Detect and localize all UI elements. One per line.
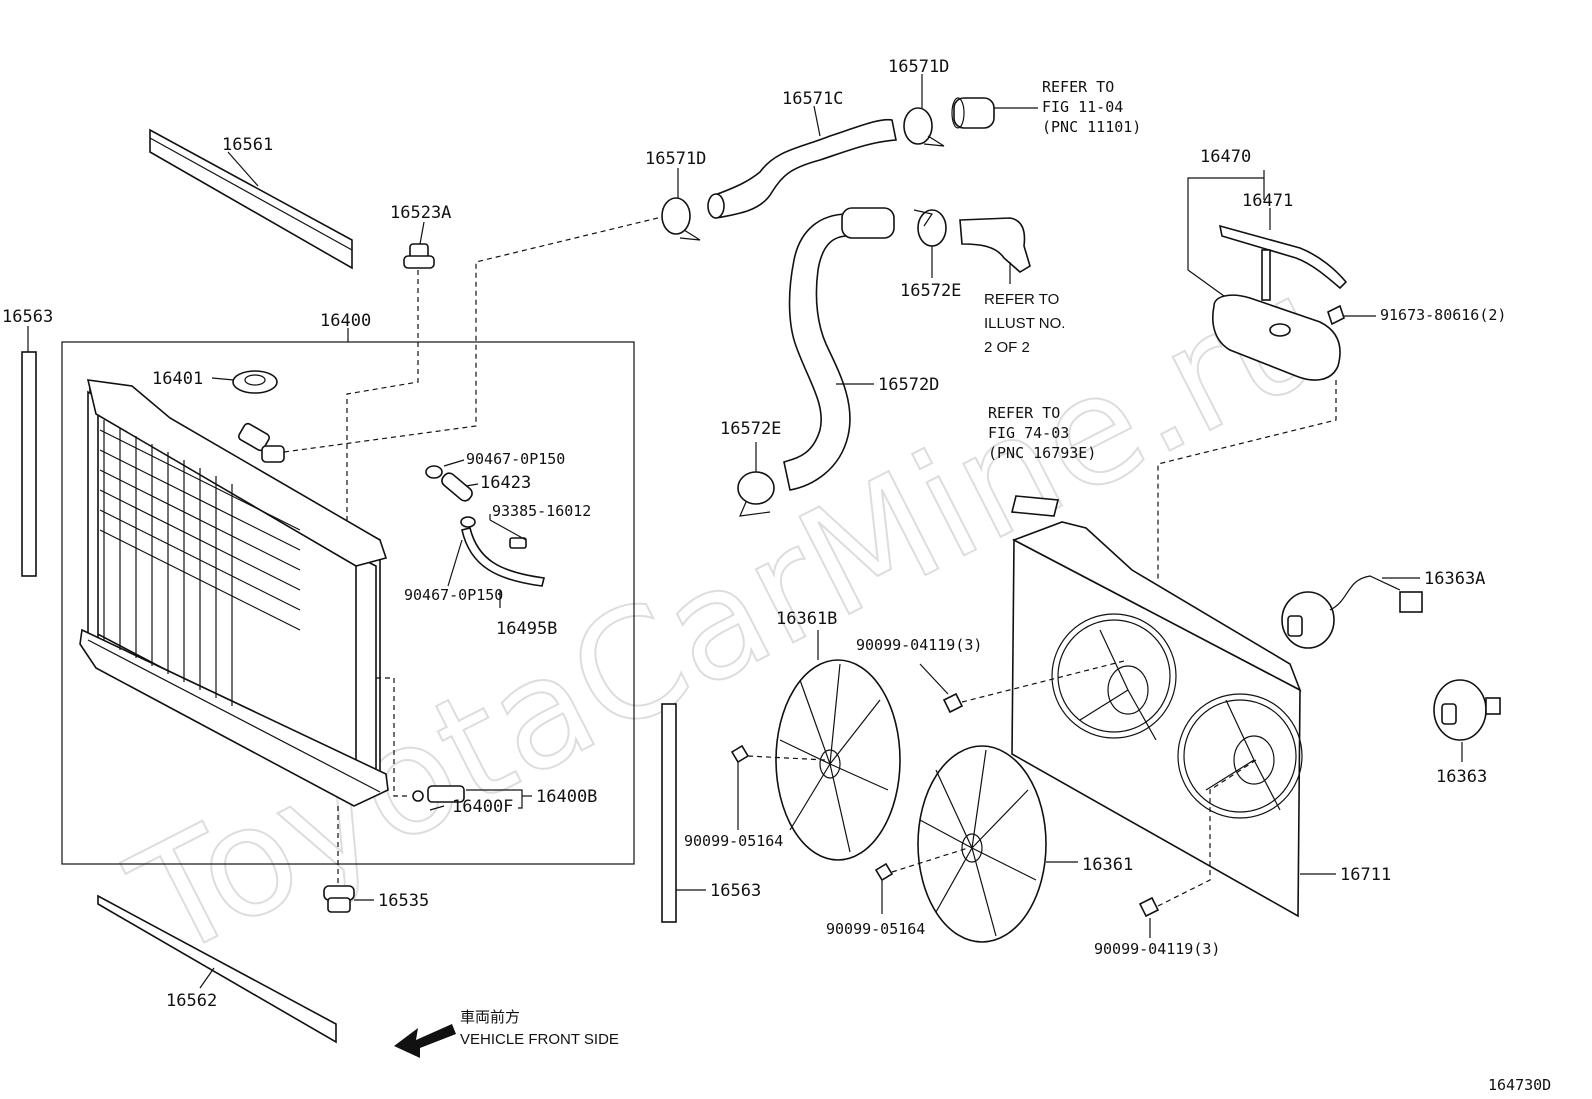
lower-hose-16572D <box>783 213 851 491</box>
label-16571D-top: 16571D <box>888 57 949 77</box>
label-90467-top: 90467-0P150 <box>466 450 565 468</box>
fan-16361 <box>917 745 1047 943</box>
label-16572E-top: 16572E <box>900 281 961 301</box>
fan-motor-16363A <box>1281 575 1423 649</box>
label-16572D: 16572D <box>878 375 939 395</box>
fan-motor-16363 <box>1433 679 1501 741</box>
label-90099-04119-bottom: 90099-04119(3) <box>1094 940 1220 958</box>
label-16471: 16471 <box>1242 191 1293 211</box>
label-91673: 91673-80616(2) <box>1380 306 1506 324</box>
label-16523A: 16523A <box>390 203 451 223</box>
bolt-91673 <box>1327 304 1345 326</box>
note-fig1104-2: FIG 11-04 <box>1042 98 1123 116</box>
bracket-16495B <box>461 527 545 587</box>
bolt-93385 <box>509 537 527 549</box>
pipe-fig-11-04 <box>953 97 995 129</box>
label-16571D-left: 16571D <box>645 149 706 169</box>
label-93385: 93385-16012 <box>492 502 591 520</box>
clamp-90467-top <box>425 465 443 479</box>
reservoir-cap <box>1269 323 1291 337</box>
lower-hose-top-end <box>841 207 895 239</box>
label-16363: 16363 <box>1436 767 1487 787</box>
label-16562: 16562 <box>166 991 217 1011</box>
clamp-16572E-top <box>917 209 947 247</box>
label-90099-04119-top: 90099-04119(3) <box>856 636 982 654</box>
clamp-16572E-left <box>737 471 775 505</box>
note-fig7403-1: REFER TO <box>988 404 1060 422</box>
label-16363A: 16363A <box>1424 569 1485 589</box>
note-illust-3: 2 OF 2 <box>984 339 1030 356</box>
note-fig7403-3: (PNC 16793E) <box>988 444 1096 462</box>
clamp-90467-bottom <box>460 516 476 528</box>
fan-shroud-16711 <box>1011 521 1303 918</box>
diagram-code: 164730D <box>1488 1076 1551 1094</box>
seal-side-16563-mid <box>661 703 677 923</box>
seal-upper-16561 <box>149 128 353 270</box>
fan-16361B <box>775 659 901 861</box>
note-fig7403-2: FIG 74-03 <box>988 424 1069 442</box>
radiator-cap-16401 <box>232 370 278 394</box>
upper-hose-end <box>707 193 725 219</box>
bolt-90099-04119-top <box>942 692 964 714</box>
label-16561: 16561 <box>222 135 273 155</box>
seal-lower-16562 <box>97 894 337 1044</box>
bolt-90099-04119-bottom <box>1138 896 1160 918</box>
reservoir-tank-16470 <box>1212 294 1341 381</box>
label-16400F: 16400F <box>452 797 513 817</box>
overflow-hose-16471 <box>1218 224 1348 290</box>
label-16572E-left: 16572E <box>720 419 781 439</box>
vehicle-front-arrow <box>394 1024 456 1058</box>
label-16711: 16711 <box>1340 865 1391 885</box>
label-16361: 16361 <box>1082 855 1133 875</box>
note-fig1104-1: REFER TO <box>1042 78 1114 96</box>
note-illust-1: REFER TO <box>984 291 1059 308</box>
label-16563-left: 16563 <box>2 307 53 327</box>
label-16495B: 16495B <box>496 619 557 639</box>
nut-90099-05164-mid <box>874 862 894 882</box>
hose-16423 <box>441 472 473 502</box>
seal-side-16563-left <box>21 351 37 577</box>
reservoir-filler <box>1261 249 1271 301</box>
radiator-inlet <box>261 445 285 463</box>
label-16563-mid: 16563 <box>710 881 761 901</box>
label-16423: 16423 <box>480 473 531 493</box>
vehicle-front-jp: 車両前方 <box>460 1009 520 1026</box>
cushion-16535 <box>323 885 355 913</box>
nut-90099-05164-left <box>730 744 750 764</box>
clamp-16571D-top <box>903 107 933 145</box>
vehicle-front-en: VEHICLE FRONT SIDE <box>460 1031 619 1048</box>
cushion-16523A <box>403 243 435 269</box>
label-90099-05164-left: 90099-05164 <box>684 832 783 850</box>
label-16571C: 16571C <box>782 89 843 109</box>
radiator-16400 <box>79 379 389 807</box>
clamp-16571D-left <box>661 197 691 235</box>
label-16400B: 16400B <box>536 787 597 807</box>
label-16400: 16400 <box>320 311 371 331</box>
drain-cock-16400B <box>427 785 465 803</box>
label-90467-bottom: 90467-0P150 <box>404 586 503 604</box>
label-16470: 16470 <box>1200 147 1251 167</box>
label-plate <box>1010 495 1060 517</box>
upper-hose-16571C <box>711 118 897 219</box>
label-16535: 16535 <box>378 891 429 911</box>
radiator-filler-neck <box>238 422 270 452</box>
water-outlet <box>959 217 1031 273</box>
label-16401: 16401 <box>152 369 203 389</box>
label-16361B: 16361B <box>776 609 837 629</box>
label-90099-05164-mid: 90099-05164 <box>826 920 925 938</box>
note-fig1104-3: (PNC 11101) <box>1042 118 1141 136</box>
note-illust-2: ILLUST NO. <box>984 315 1065 332</box>
o-ring-16400F <box>412 790 424 802</box>
